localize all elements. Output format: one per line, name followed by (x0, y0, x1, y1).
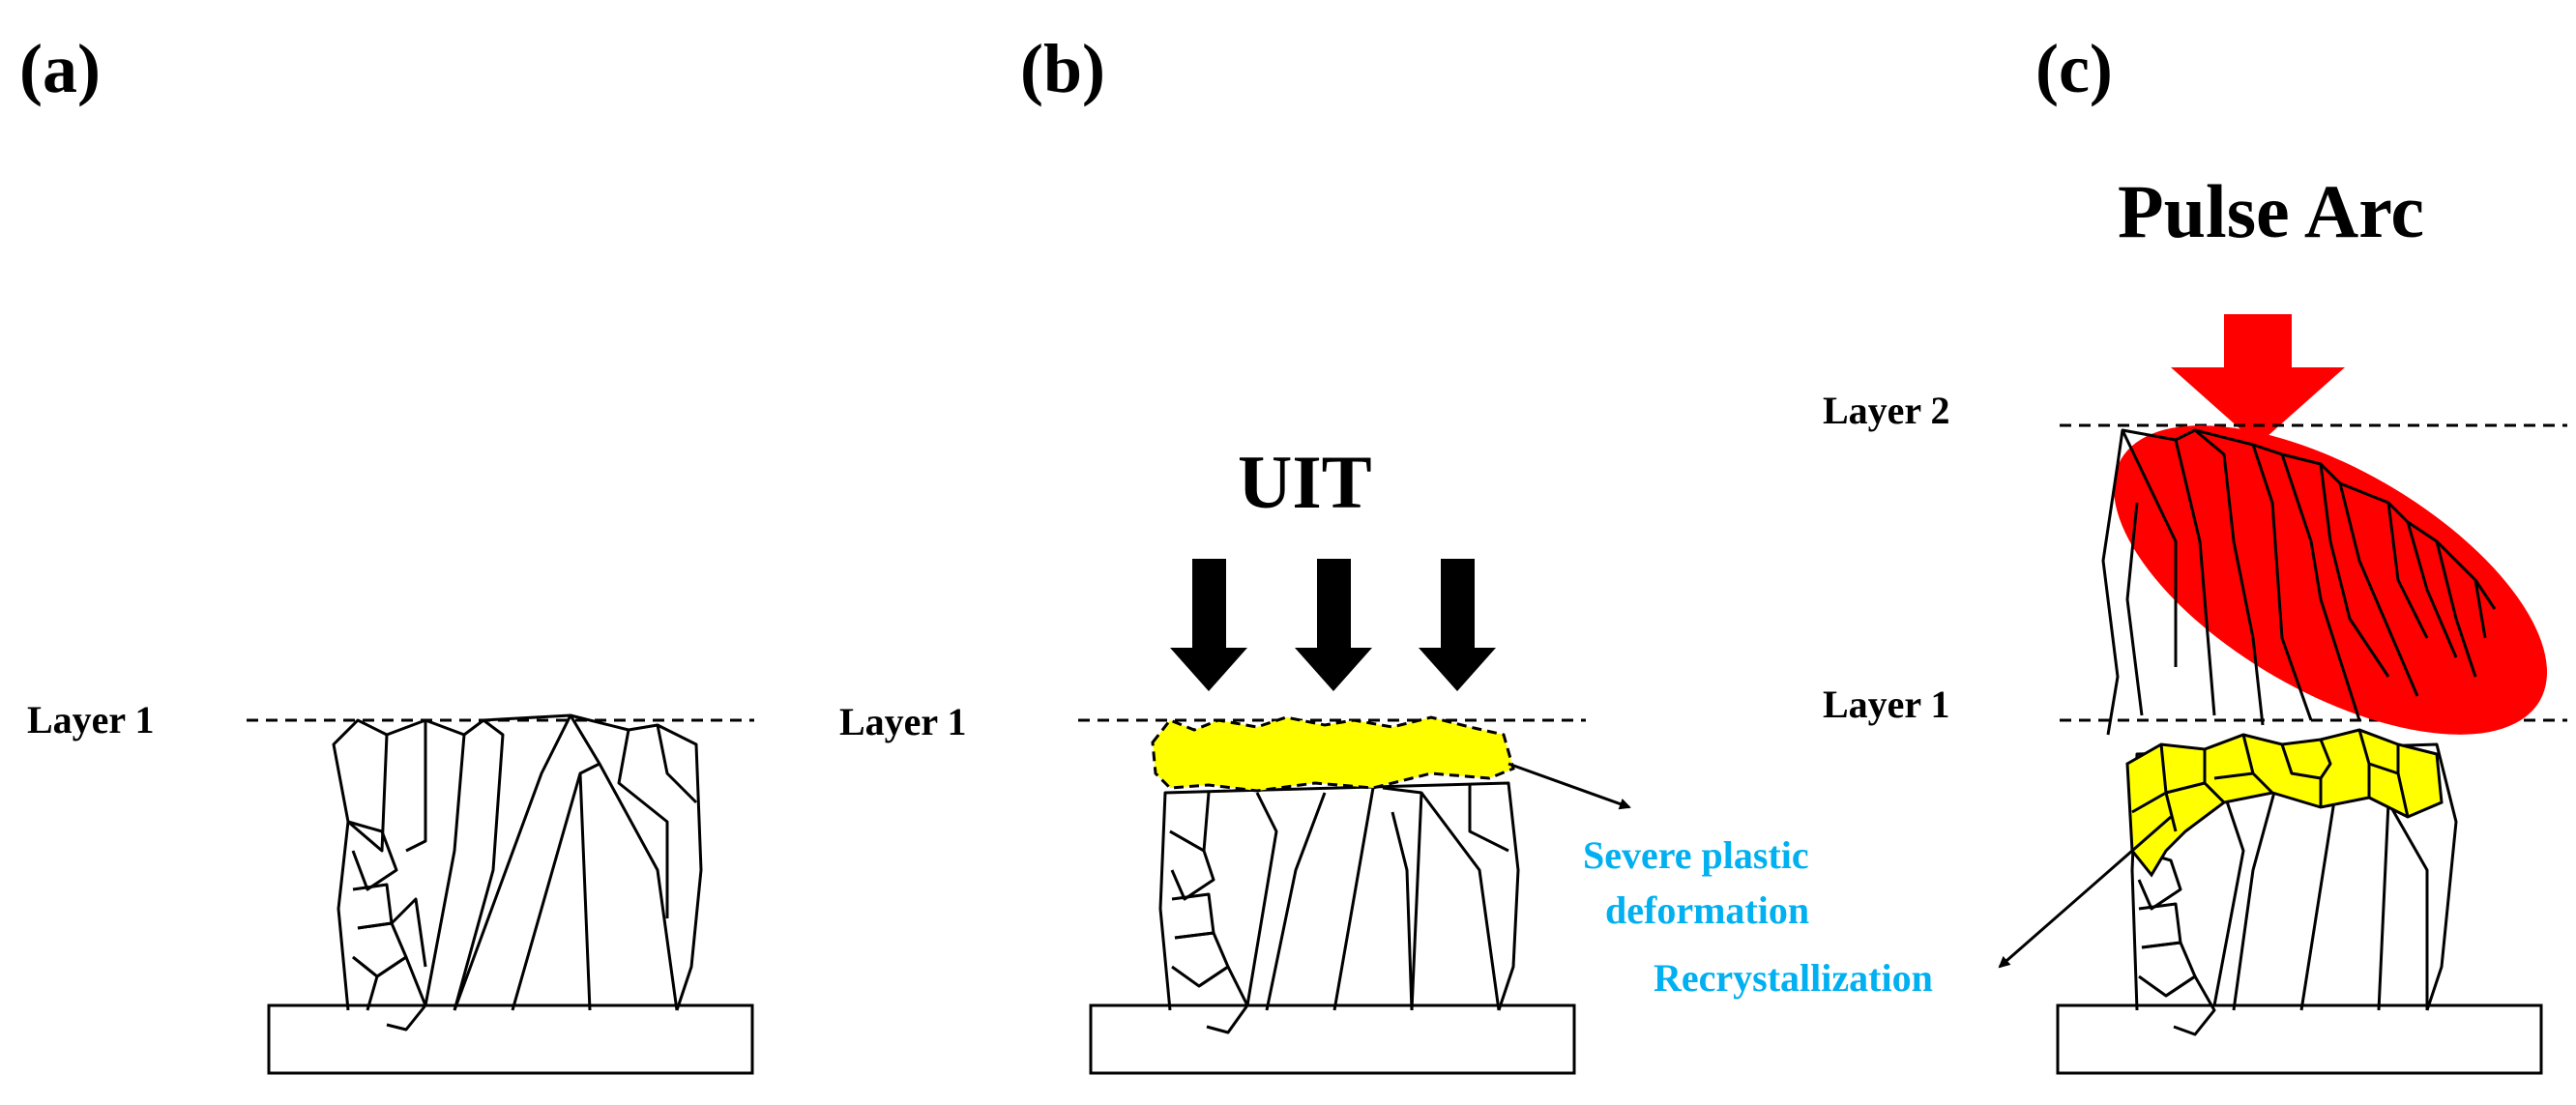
panel-c-substrate (2056, 1003, 2543, 1075)
panel-a-substrate (267, 1003, 754, 1075)
layer2-label: Layer 2 (1823, 389, 1949, 432)
panel-b: (b) UIT Layer 1 Sever (839, 30, 1809, 1075)
uit-arrow-2 (1295, 559, 1372, 691)
panel-b-grains (1158, 781, 1520, 1034)
uit-label: UIT (1238, 440, 1372, 524)
panel-c-label: (c) (2035, 30, 2113, 107)
deformation-zone (1151, 715, 1515, 793)
panel-b-substrate (1089, 1003, 1576, 1075)
recrystallization-label: Recrystallization (1654, 956, 1933, 1000)
panel-b-label: (b) (1020, 30, 1105, 107)
panel-a-label: (a) (19, 30, 101, 107)
panel-c-layer1-label: Layer 1 (1823, 683, 1949, 726)
uit-arrow-3 (1419, 559, 1496, 691)
panel-b-layer1-label: Layer 1 (839, 700, 966, 743)
recrystallization-zone (2125, 728, 2444, 878)
panel-c: (c) Pulse Arc Layer 2 Layer 1 (1654, 30, 2567, 1075)
uit-arrows (1170, 559, 1496, 691)
panel-a-grains (332, 713, 703, 1032)
recrystallization-pointer (1998, 815, 2172, 969)
deformation-label-line1: Severe plastic (1583, 833, 1809, 877)
panel-a: (a) Layer 1 (19, 30, 754, 1075)
uit-arrow-1 (1170, 559, 1247, 691)
panel-c-layer2-grains (2101, 428, 2497, 736)
arc-zone (2113, 425, 2548, 735)
panel-a-layer1-label: Layer 1 (27, 698, 154, 742)
pulse-arc-arrow (2171, 314, 2345, 445)
pulse-arc-label: Pulse Arc (2118, 169, 2424, 253)
deformation-label-line2: deformation (1605, 888, 1809, 932)
deformation-pointer (1508, 762, 1631, 810)
